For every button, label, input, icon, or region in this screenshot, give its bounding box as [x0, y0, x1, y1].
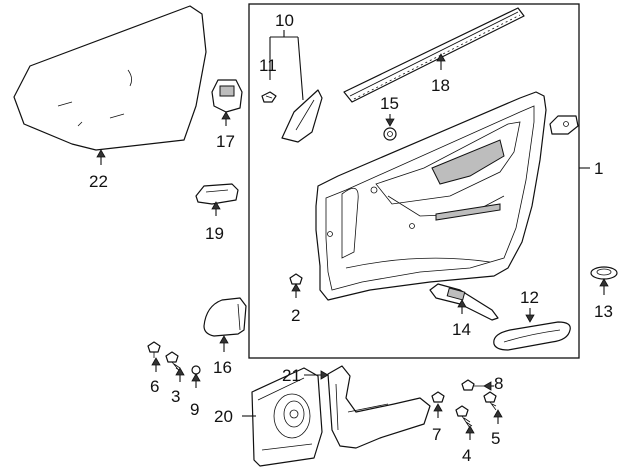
part-14-handle [429, 283, 499, 321]
callout-22[interactable]: 22 [89, 172, 108, 191]
part-20-speaker-panel [251, 367, 323, 467]
part-21-lower-trim [304, 365, 431, 449]
callout-8[interactable]: 8 [494, 374, 503, 393]
part-12-armrest-cover [493, 308, 571, 351]
part-22-insulation-pad [13, 5, 207, 165]
part-5-bolt [483, 391, 503, 424]
leader-10 [269, 30, 304, 101]
part-11-clip [261, 91, 277, 103]
part-2-screw [289, 273, 303, 298]
callout-13[interactable]: 13 [594, 302, 613, 321]
callout-20[interactable]: 20 [214, 407, 233, 426]
callout-6[interactable]: 6 [150, 377, 159, 396]
part-15-clip [383, 114, 397, 141]
assembly-frame [248, 3, 580, 359]
part-1-door-panel [315, 91, 547, 301]
callout-19[interactable]: 19 [205, 224, 224, 243]
callout-11[interactable]: 11 [259, 56, 277, 75]
part-8-screw [461, 379, 494, 391]
callout-9[interactable]: 9 [190, 400, 199, 419]
callout-10[interactable]: 10 [275, 11, 294, 30]
callout-12[interactable]: 12 [520, 288, 539, 307]
callout-18[interactable]: 18 [431, 76, 450, 95]
part-7-clip [431, 391, 445, 418]
part-latch-bracket [549, 115, 579, 135]
callout-21[interactable]: 21 [282, 366, 301, 385]
part-9-clip [191, 365, 201, 388]
part-16-cover [203, 297, 247, 352]
callout-15[interactable]: 15 [380, 94, 399, 113]
part-10-trim [281, 89, 323, 143]
callout-7[interactable]: 7 [432, 425, 441, 444]
callout-17[interactable]: 17 [216, 132, 235, 151]
part-4-bolt [455, 405, 475, 440]
callout-14[interactable]: 14 [452, 320, 471, 339]
callout-5[interactable]: 5 [491, 429, 500, 448]
callout-16[interactable]: 16 [213, 358, 232, 377]
callout-1[interactable]: 1 [594, 159, 603, 178]
part-18-weatherstrip [343, 7, 525, 103]
callout-4[interactable]: 4 [462, 446, 471, 465]
part-3-bolt [165, 351, 185, 382]
part-13-grommet [590, 266, 618, 295]
callout-3[interactable]: 3 [171, 387, 180, 406]
part-17-switch [211, 79, 243, 126]
callout-2[interactable]: 2 [291, 306, 300, 325]
part-6-screw [147, 341, 161, 372]
part-19-bracket [195, 183, 239, 216]
